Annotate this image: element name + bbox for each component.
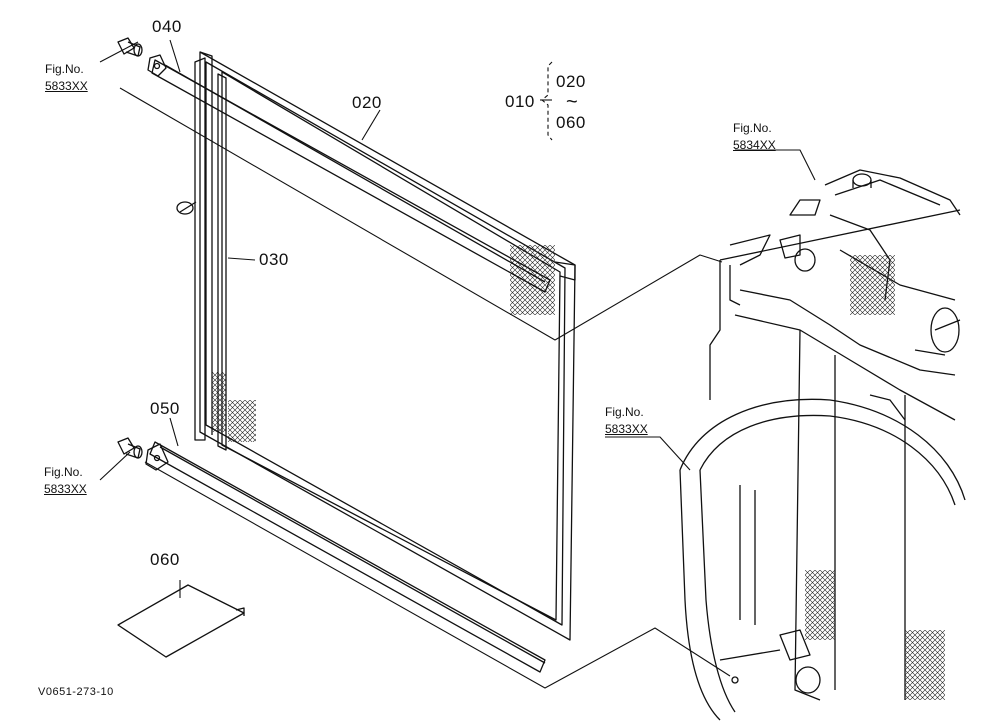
radiator-core-mesh-left: [805, 570, 835, 640]
bottom-rail: [145, 441, 546, 673]
drawing-code: V0651-273-10: [38, 686, 114, 698]
fig-ref-label: Fig.No.: [44, 465, 83, 479]
mesh-area-left: [212, 372, 226, 432]
bolt-top: [117, 37, 143, 57]
screen-frame: [199, 51, 576, 641]
fig-ref-code[interactable]: 5833XX: [44, 482, 87, 496]
part-label-010: 010: [505, 92, 535, 111]
leader-lines: [99, 39, 816, 689]
radiator-core-mesh-top: [850, 255, 895, 315]
fig-ref-code[interactable]: 5833XX: [605, 422, 648, 436]
fig-ref-label: Fig.No.: [45, 62, 84, 76]
fig-ref-code[interactable]: 5833XX: [45, 79, 88, 93]
part-label-030: 030: [259, 250, 289, 269]
part-range-symbol: ~: [566, 91, 578, 113]
bolt-bottom: [117, 437, 143, 459]
part-label-040: 040: [152, 17, 182, 36]
part-range-end-060: 060: [556, 113, 586, 132]
part-range-start-020: 020: [556, 72, 586, 91]
fig-ref-code[interactable]: 5834XX: [733, 138, 776, 152]
part-label-050: 050: [150, 399, 180, 418]
instruction-sheet: [117, 584, 245, 658]
part-label-020: 020: [352, 93, 382, 112]
mesh-area-lower: [228, 400, 256, 442]
fig-ref-label: Fig.No.: [605, 405, 644, 419]
side-rail: [176, 57, 227, 451]
top-rail: [147, 54, 551, 293]
radiator-core-mesh-right: [905, 630, 945, 700]
mesh-area-upper: [510, 245, 555, 315]
part-label-060: 060: [150, 550, 180, 569]
fig-ref-label: Fig.No.: [733, 121, 772, 135]
